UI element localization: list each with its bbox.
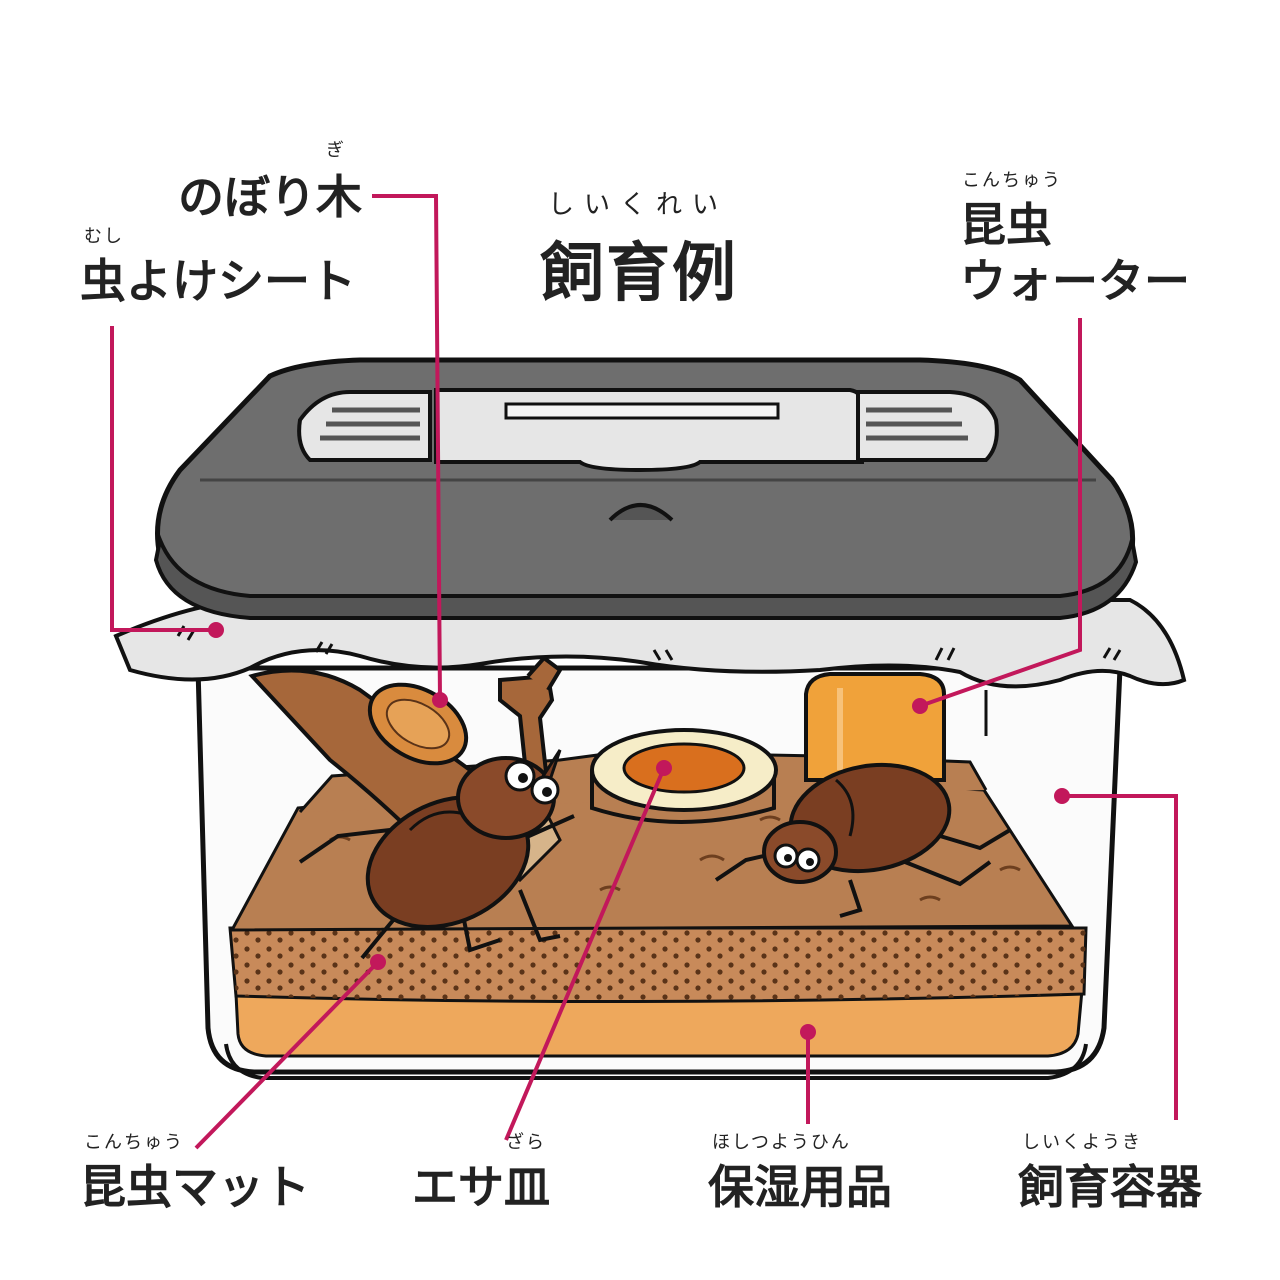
title-ruby: しいくれい: [548, 190, 729, 220]
label-konchu-water-line1: 昆虫: [960, 198, 1052, 252]
leader-dots: [208, 622, 1070, 1040]
label-noborigi: のぼり木: [178, 170, 362, 224]
hoshitsu-ruby: ほしつようひん: [712, 1132, 851, 1153]
beetle-left: [298, 749, 575, 960]
mat-ruby: こんちゅう: [84, 1132, 184, 1153]
label-konchu-mat: 昆虫マット: [80, 1160, 310, 1214]
mushiyoke-ruby: むし: [84, 226, 124, 247]
insect-proof-sheet: [113, 598, 1187, 689]
label-esa-zara: エサ皿: [412, 1160, 550, 1214]
container-lid: [153, 357, 1139, 620]
label-shiiku-youki: 飼育容器: [1018, 1160, 1202, 1214]
page-title: 飼育例: [540, 237, 738, 311]
youki-ruby: しいくようき: [1022, 1132, 1142, 1153]
label-mushiyoke-sheet: 虫よけシート: [80, 254, 356, 308]
insect-water: [804, 672, 946, 782]
water-ruby: こんちゅう: [962, 170, 1062, 191]
label-konchu-water-line2: ウォーター: [960, 254, 1190, 308]
leader-lines: [110, 194, 1178, 1150]
nobori-ruby: ぎ: [326, 140, 346, 161]
food-dish: [590, 728, 778, 824]
esa-ruby: ざら: [506, 1132, 546, 1153]
beetle-right: [714, 762, 1012, 918]
label-hoshitsu-youhin: 保湿用品: [708, 1160, 892, 1214]
